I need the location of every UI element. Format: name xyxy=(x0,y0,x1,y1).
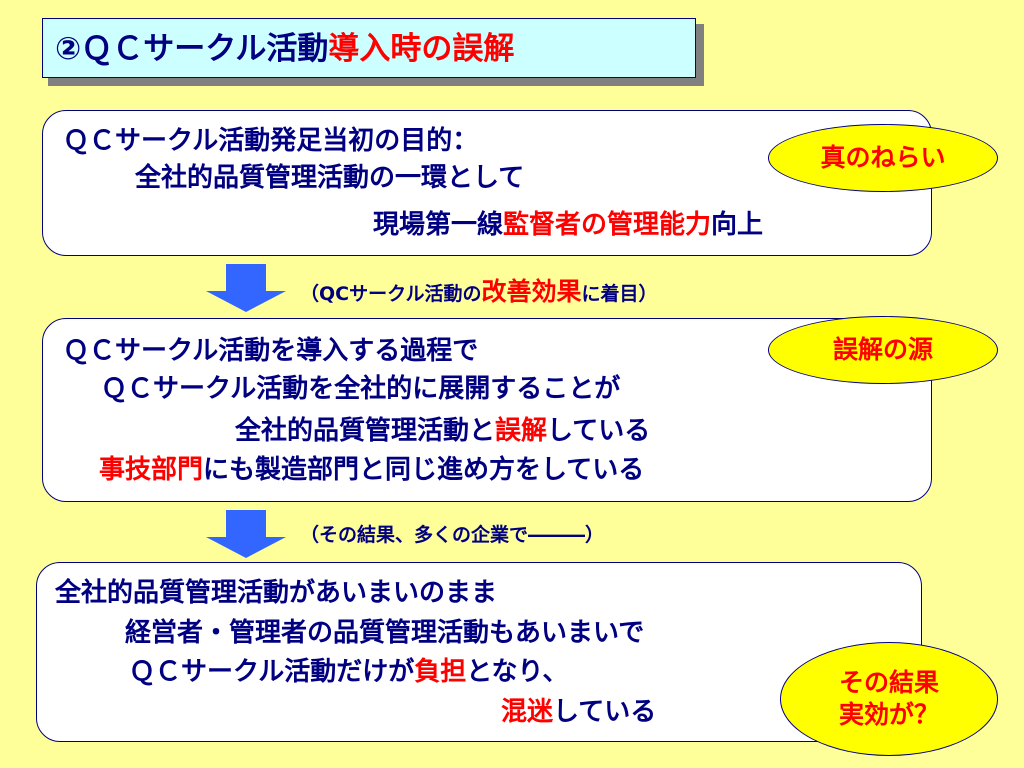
purpose-line-2: 全社的品質管理活動の一環として xyxy=(135,163,525,193)
title-highlight: 導入時の誤解 xyxy=(328,31,515,67)
misunderstanding-line-2: ＱＣサークル活動を全社的に展開することが xyxy=(101,374,621,404)
purpose-line-3-pre: 現場第一線 xyxy=(373,210,504,240)
misunderstanding-line-4-highlight: 事技部門 xyxy=(99,455,204,485)
result-line-3-highlight: 負担 xyxy=(414,657,467,687)
result-note-text: （その結果、多くの企業で―――） xyxy=(300,524,605,546)
down-arrow-icon xyxy=(206,510,286,558)
purpose-line-3-highlight: 監督者の管理能力 xyxy=(503,210,712,240)
misunderstanding-line-1: ＱＣサークル活動を導入する過程で xyxy=(63,336,479,366)
misunderstanding-line-4: 事技部門にも製造部門と同じ進め方をしている xyxy=(99,454,644,487)
outcome-badge-line-1: その結果 xyxy=(838,668,939,697)
result-line-4-post: している xyxy=(553,697,657,727)
purpose-line-3: 現場第一線監督者の管理能力向上 xyxy=(373,209,763,242)
true-aim-badge-label: 真のねらい xyxy=(820,143,946,172)
misunderstanding-line-4-post: にも製造部門と同じ進め方をしている xyxy=(203,455,645,485)
focus-note-post: に着目） xyxy=(581,283,658,305)
result-line-3-pre: ＱＣサークル活動だけが xyxy=(129,657,415,687)
purpose-line-1: ＱＣサークル活動発足当初の目的： xyxy=(63,126,479,156)
slide-title: ②ＱＣサークル活動導入時の誤解 xyxy=(42,18,696,78)
result-line-1: 全社的品質管理活動があいまいのまま xyxy=(55,578,498,608)
focus-note-highlight: 改善効果 xyxy=(481,277,582,306)
misunderstanding-line-3-pre: 全社的品質管理活動と xyxy=(235,416,496,446)
outcome-badge: その結果 実効が？ xyxy=(780,642,998,756)
source-badge-label: 誤解の源 xyxy=(832,335,933,364)
true-aim-badge: 真のねらい xyxy=(768,124,998,192)
misunderstanding-line-3: 全社的品質管理活動と誤解している xyxy=(235,415,650,448)
purpose-box: ＱＣサークル活動発足当初の目的： 全社的品質管理活動の一環として 現場第一線監督… xyxy=(42,110,932,256)
focus-note-pre: （QCサークル活動の xyxy=(300,283,482,305)
result-note: （その結果、多くの企業で―――） xyxy=(300,522,604,548)
outcome-badge-line-2: 実効が？ xyxy=(838,700,939,729)
purpose-line-3-post: 向上 xyxy=(711,210,764,240)
result-line-4-highlight: 混迷 xyxy=(501,697,554,727)
focus-note: （QCサークル活動の改善効果に着目） xyxy=(300,279,658,307)
result-line-3-post: となり、 xyxy=(466,657,569,687)
misunderstanding-line-3-post: している xyxy=(547,416,651,446)
result-box: 全社的品質管理活動があいまいのまま 経営者・管理者の品質管理活動もあいまいで Ｑ… xyxy=(36,562,922,742)
source-of-misunderstanding-badge: 誤解の源 xyxy=(768,316,998,384)
title-main: ②ＱＣサークル活動 xyxy=(55,31,329,67)
result-line-4: 混迷している xyxy=(501,696,656,729)
result-line-2: 経営者・管理者の品質管理活動もあいまいで xyxy=(125,618,645,648)
misunderstanding-line-3-highlight: 誤解 xyxy=(495,416,548,446)
down-arrow-icon xyxy=(206,264,286,312)
result-line-3: ＱＣサークル活動だけが負担となり、 xyxy=(129,656,568,689)
